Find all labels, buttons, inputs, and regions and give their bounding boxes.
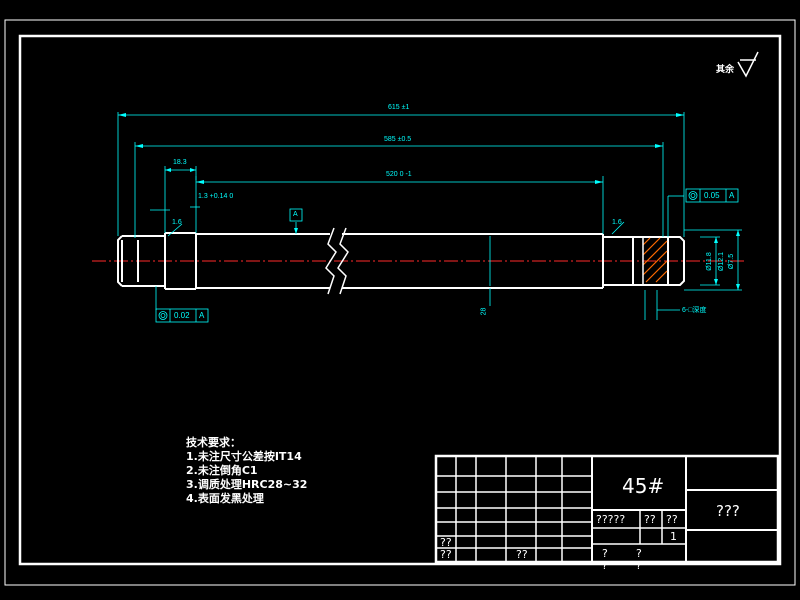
- roughness-label: 其余: [716, 65, 735, 75]
- dim-middle-length: 520 0 -1: [386, 171, 412, 178]
- dim-mid-diameter: 28: [480, 307, 488, 316]
- inner-frame: [18, 34, 782, 566]
- dim-right-chamfer: 1.6: [612, 219, 622, 226]
- title-cell: ?: [602, 547, 608, 560]
- title-cell: ?: [636, 547, 642, 560]
- gdt-frame-left: [155, 308, 209, 323]
- arrowheads: [118, 113, 740, 290]
- datum-label: A: [293, 211, 298, 218]
- shaft-outline: [117, 227, 685, 295]
- dim-left-chamfer: 1.6: [172, 219, 182, 226]
- spline-hatch: [642, 237, 668, 283]
- dim-left-step: 18.3: [173, 159, 187, 166]
- roughness-symbol: [737, 51, 759, 78]
- title-cell: ??: [516, 548, 528, 561]
- tech-item: 3.调质处理HRC28~32: [186, 478, 308, 491]
- dim-left-tol: 1.3 +0.14 0: [198, 193, 234, 200]
- title-cell: ??: [644, 513, 656, 526]
- outer-frame: [4, 19, 796, 586]
- title-cell: ??: [666, 513, 678, 526]
- title-block: [434, 454, 780, 564]
- dim-overall-length: 615 ±1: [388, 104, 410, 111]
- datum-box: [289, 208, 303, 222]
- material-label: 45#: [622, 474, 665, 498]
- gdt-right-tolerance: 0.05: [704, 191, 720, 200]
- dim-inner-length: 585 ±0.5: [384, 136, 412, 143]
- dim-right-diameter-b: Ø12.1: [718, 251, 726, 272]
- dimension-lines: [117, 112, 742, 320]
- gdt-frame-right: [685, 188, 739, 203]
- dim-spline-note: 6-□深度: [682, 307, 707, 314]
- title-cell: ?: [602, 561, 608, 572]
- title-cell: ??: [440, 548, 452, 561]
- tech-title: 技术要求：: [186, 436, 241, 449]
- dim-right-diameter-c: Ø7.5: [728, 253, 736, 270]
- gdt-right-datum: A: [729, 191, 735, 200]
- dim-right-diameter-a: Ø11.8: [705, 252, 713, 271]
- tech-item: 2.未注倒角C1: [186, 464, 258, 477]
- title-cell: ?: [636, 561, 642, 572]
- title-cell: 1: [670, 530, 677, 543]
- tech-requirements: 技术要求： 1.未注尺寸公差按IT14 2.未注倒角C1 3.调质处理HRC28…: [186, 436, 307, 506]
- gdt-left-tolerance: 0.02: [174, 311, 190, 320]
- tech-item: 4.表面发黑处理: [186, 492, 264, 505]
- tech-item: 1.未注尺寸公差按IT14: [186, 450, 302, 463]
- title-cell: ?????: [596, 513, 626, 526]
- drawing-name: ???: [716, 502, 740, 520]
- title-cell: ??: [440, 536, 452, 549]
- gdt-left-datum: A: [199, 311, 205, 320]
